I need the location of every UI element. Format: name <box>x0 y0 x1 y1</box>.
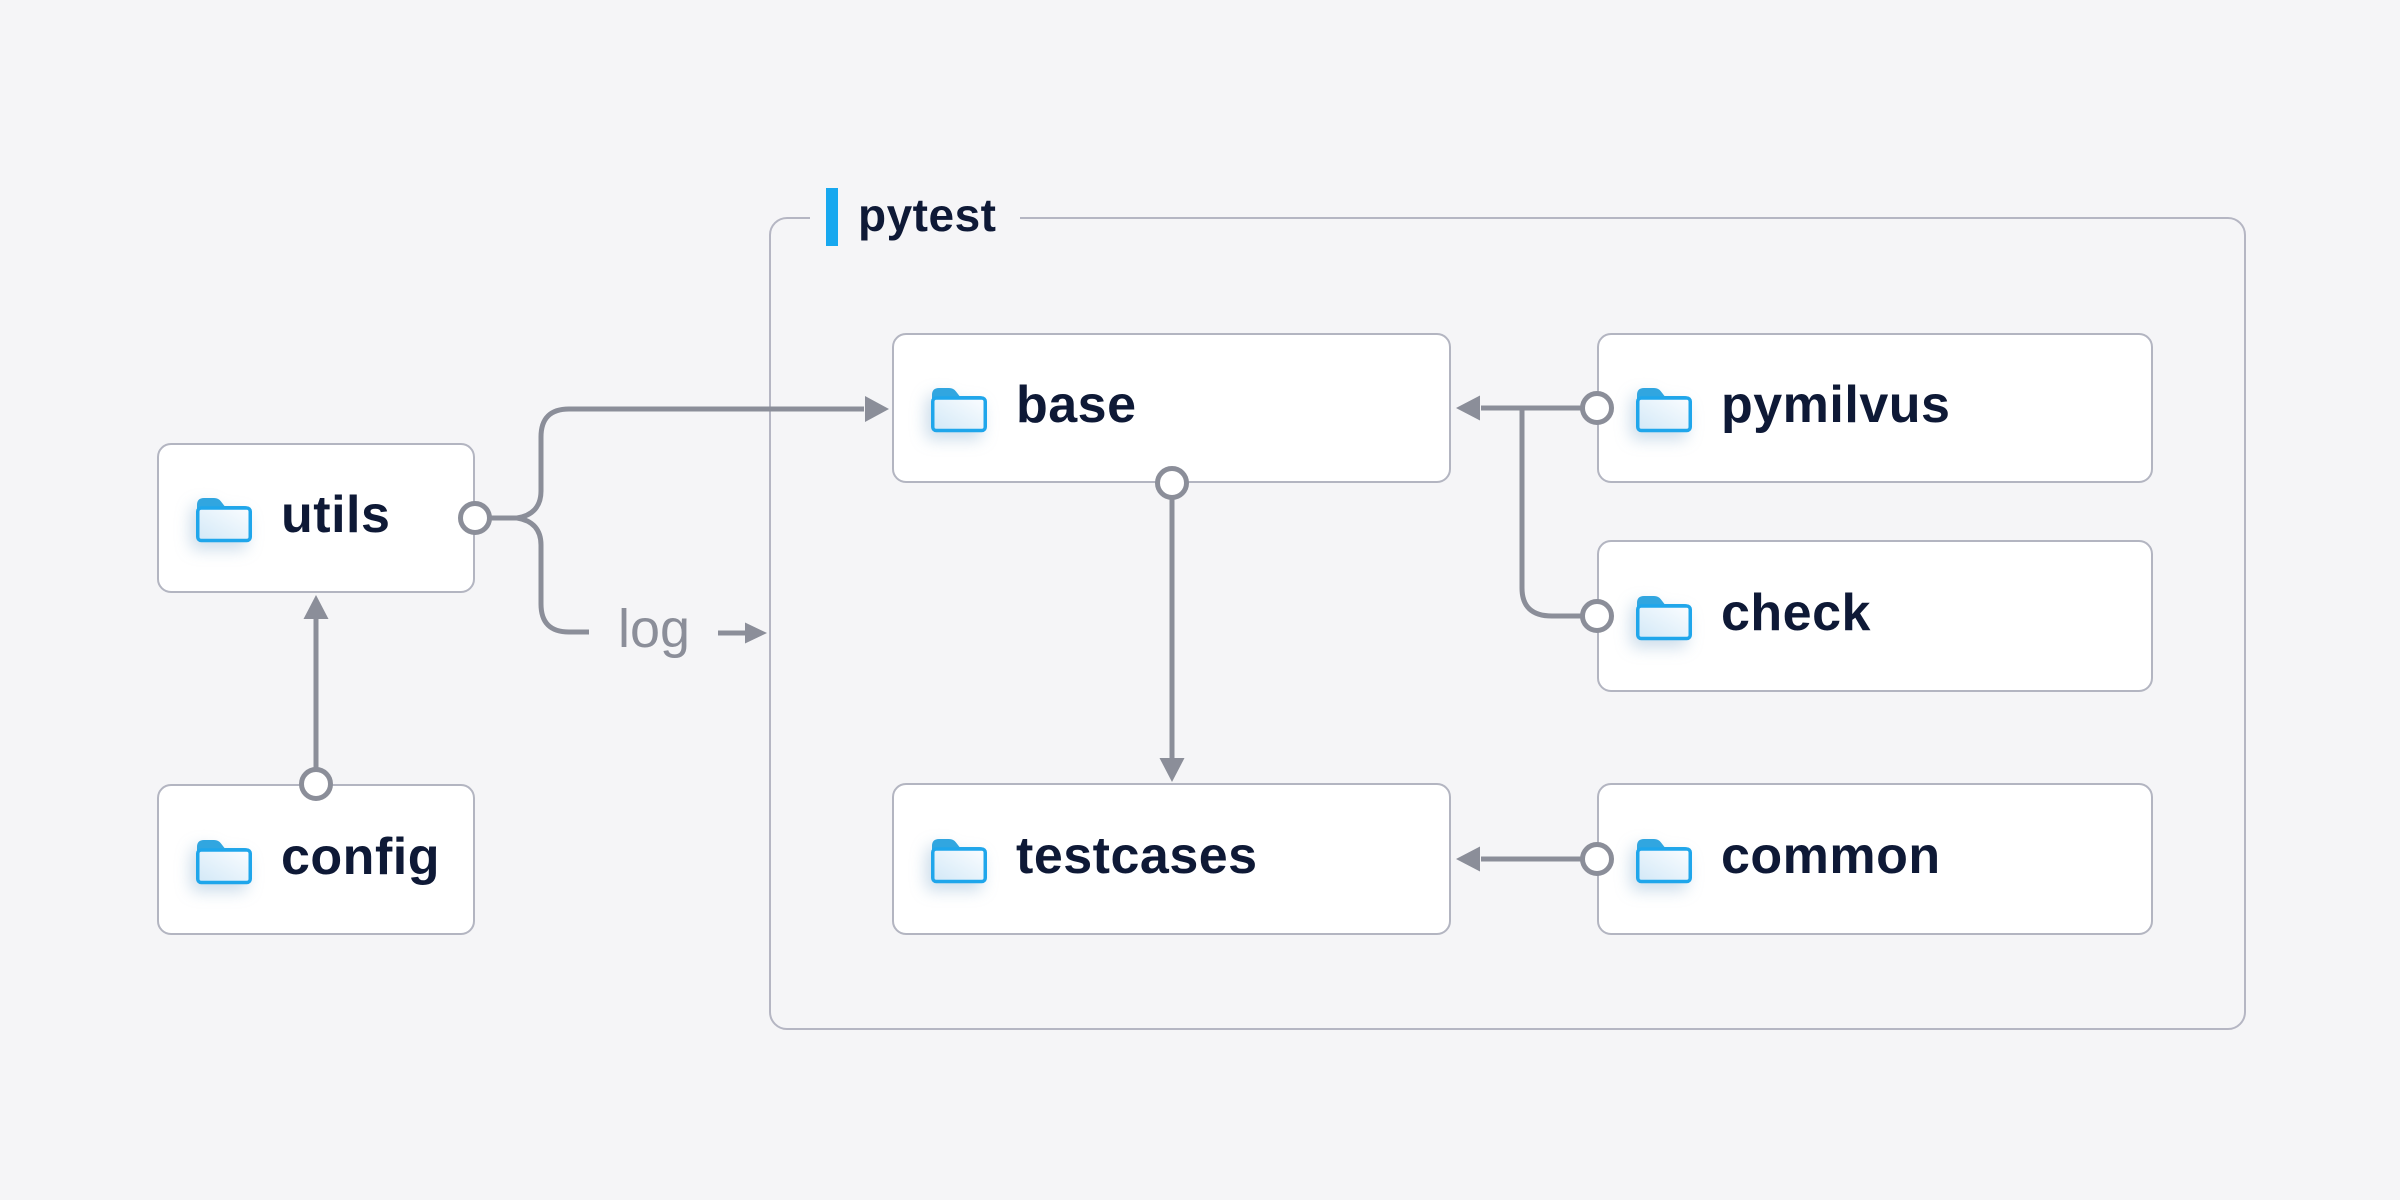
folder-icon <box>1636 596 1692 641</box>
node-base: base <box>892 333 1451 483</box>
node-config: config <box>157 784 475 935</box>
folder-icon <box>931 388 987 433</box>
folder-icon <box>931 839 987 884</box>
node-label: pymilvus <box>1721 376 1951 434</box>
pytest-group-container <box>769 217 2246 1030</box>
node-label: config <box>281 827 440 886</box>
node-label: check <box>1721 584 1871 642</box>
node-common: common <box>1597 783 2153 935</box>
folder-icon <box>196 839 252 884</box>
node-label: base <box>1016 376 1137 434</box>
log-annotation: log <box>617 599 691 659</box>
group-title: pytest <box>858 189 997 241</box>
node-label: common <box>1721 827 1941 885</box>
edge-config-utils <box>303 595 329 770</box>
node-check: check <box>1597 540 2153 692</box>
node-utils: utils <box>157 443 475 593</box>
node-testcases: testcases <box>892 783 1451 935</box>
node-label: utils <box>281 486 391 544</box>
pytest-group-label: pytest <box>810 186 1021 248</box>
folder-icon <box>1636 839 1692 884</box>
accent-bar <box>826 188 838 246</box>
folder-icon <box>1636 388 1692 433</box>
folder-icon <box>196 498 252 543</box>
node-pymilvus: pymilvus <box>1597 333 2153 483</box>
node-label: testcases <box>1016 827 1258 885</box>
